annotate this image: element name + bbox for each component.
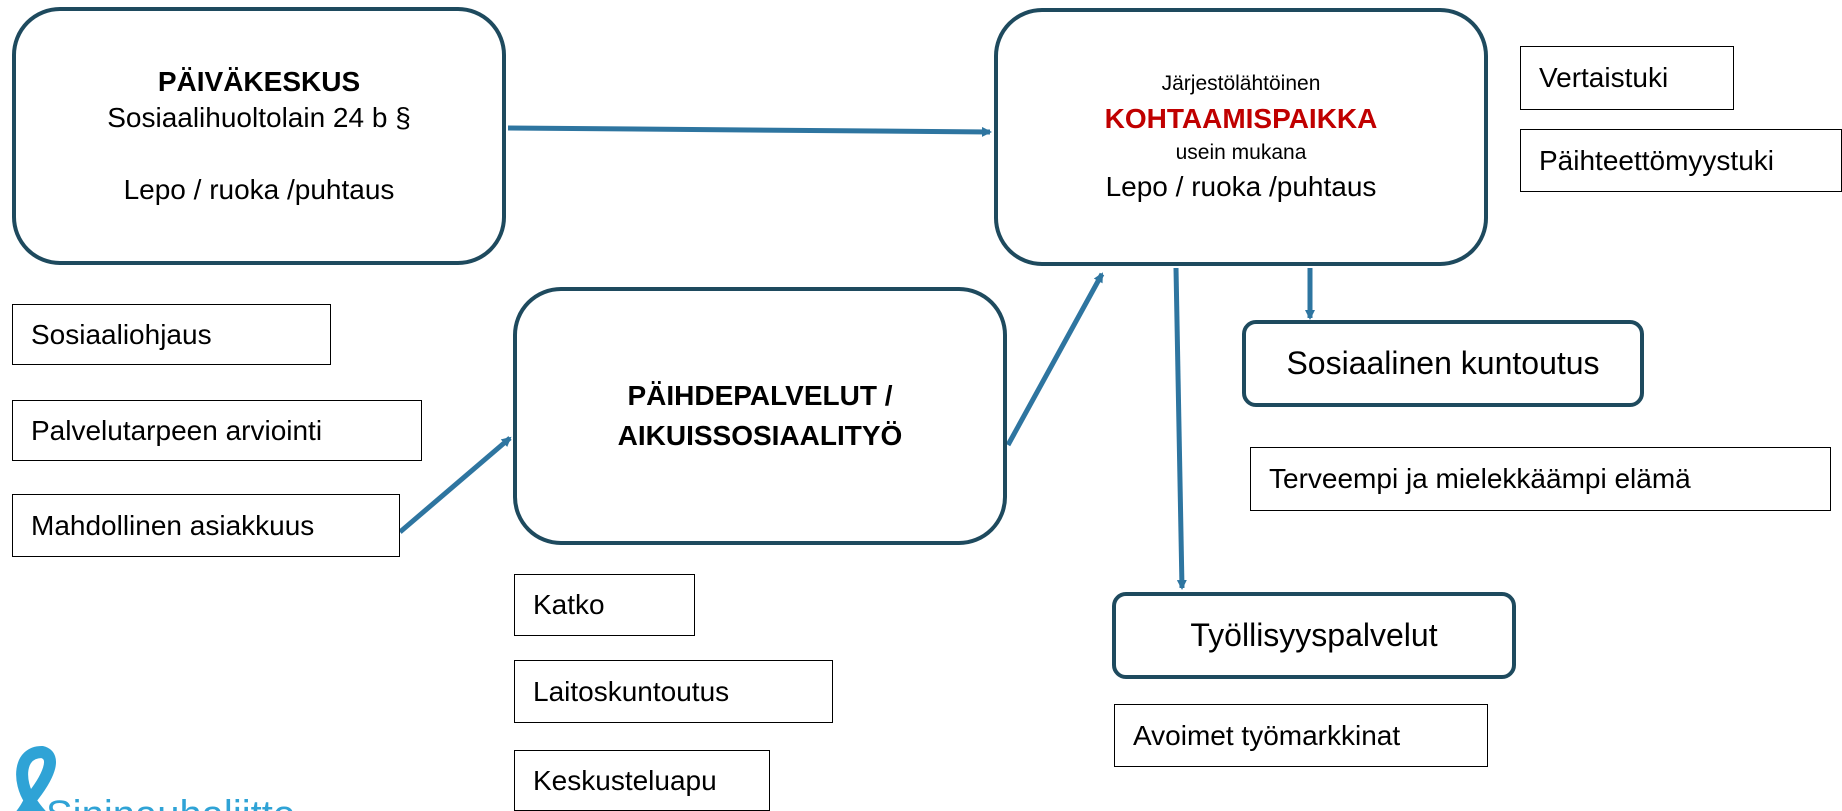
sininauhaliitto-logo: Sininauhaliitto bbox=[16, 746, 295, 811]
arrow-paihdepalvelut-to-kohtaamispaikka bbox=[1005, 272, 1105, 447]
ribbon-icon bbox=[16, 746, 56, 811]
sosiaalinen-kuntoutus-label: Sosiaalinen kuntoutus bbox=[1286, 345, 1600, 381]
paivakeskus-box: PÄIVÄKESKUS Sosiaalihuoltolain 24 b § Le… bbox=[12, 7, 506, 265]
terveempi-label: Terveempi ja mielekkäämpi elämä bbox=[1250, 447, 1831, 511]
kohtaamispaikka-subtitle: usein mukana bbox=[1175, 141, 1307, 164]
kohtaamispaikka-pretitle: Järjestölähtöinen bbox=[1161, 72, 1321, 95]
sosiaalinen-kuntoutus-box: Sosiaalinen kuntoutus bbox=[1242, 320, 1644, 407]
katko-label: Katko bbox=[514, 574, 695, 636]
paihdepalvelut-line2: AIKUISSOSIAALITYÖ bbox=[617, 420, 903, 451]
paihdepalvelut-line1: PÄIHDEPALVELUT / bbox=[627, 380, 893, 411]
kohtaamispaikka-title: KOHTAAMISPAIKKA bbox=[1104, 103, 1378, 134]
kohtaamispaikka-services: Lepo / ruoka /puhtaus bbox=[1105, 171, 1377, 202]
avoimet-label: Avoimet työmarkkinat bbox=[1114, 704, 1488, 767]
kohtaamispaikka-box: Järjestölähtöinen KOHTAAMISPAIKKA usein … bbox=[994, 8, 1488, 266]
arrow-asiakkuus-to-paihdepalvelut bbox=[398, 436, 512, 534]
tyollisyyspalvelut-label: Työllisyyspalvelut bbox=[1190, 617, 1438, 653]
arrow-paivakeskus-to-kohtaamispaikka bbox=[507, 125, 992, 137]
paihdepalvelut-box: PÄIHDEPALVELUT / AIKUISSOSIAALITYÖ bbox=[513, 287, 1007, 545]
paivakeskus-services: Lepo / ruoka /puhtaus bbox=[123, 174, 395, 205]
mahdollinen-asiakkuus-label: Mahdollinen asiakkuus bbox=[12, 494, 400, 557]
palvelutarpeen-arviointi-label: Palvelutarpeen arviointi bbox=[12, 400, 422, 461]
paivakeskus-title: PÄIVÄKESKUS bbox=[157, 66, 361, 97]
paihteettomyystuki-label: Päihteettömyystuki bbox=[1520, 129, 1842, 192]
keskusteluapu-label: Keskusteluapu bbox=[514, 750, 770, 811]
sosiaaliohjaus-label: Sosiaaliohjaus bbox=[12, 304, 331, 365]
vertaistuki-label: Vertaistuki bbox=[1520, 46, 1734, 110]
arrow-kohtaamispaikka-to-tyollisyys bbox=[1173, 267, 1187, 590]
tyollisyyspalvelut-box: Työllisyyspalvelut bbox=[1112, 592, 1516, 679]
paivakeskus-law: Sosiaalihuoltolain 24 b § bbox=[107, 102, 411, 133]
laitoskuntoutus-label: Laitoskuntoutus bbox=[514, 660, 833, 723]
logo-text: Sininauhaliitto bbox=[46, 793, 295, 811]
